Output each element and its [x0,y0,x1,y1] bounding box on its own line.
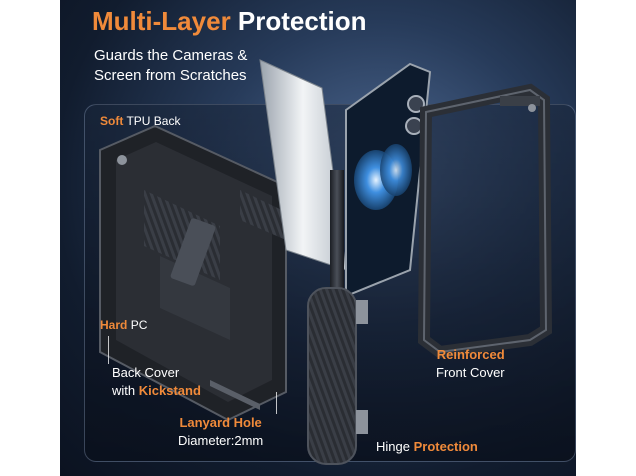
label-front-cover: Reinforced Front Cover [436,346,505,382]
label-accent: Protection [413,439,478,454]
label-text: Hinge [376,439,410,454]
leader-line-lanyard [276,392,277,414]
subtitle-line-2: Screen from Scratches [94,67,247,84]
phone-hinge [330,170,344,320]
label-text: PC [130,318,148,332]
subtitle-line-1: Guards the Cameras & [94,47,248,64]
title-accent: Multi-Layer [92,6,231,36]
front-cover-frame [417,83,553,359]
product-banner: Multi-Layer Protection Guards the Camera… [60,0,576,476]
page-title: Multi-Layer Protection [92,6,367,37]
label-soft-tpu-back: Soft TPU Back [100,114,180,128]
label-line-2: Front Cover [436,365,505,380]
hinge-protection-cover [307,287,368,465]
label-accent: Reinforced [436,347,505,362]
label-back-cover: Back Cover with Kickstand [112,364,201,400]
title-main: Protection [237,6,367,36]
label-line-1: Back Cover [112,365,180,380]
subtitle: Guards the Cameras & Screen from Scratch… [94,46,324,86]
label-accent: Kickstand [138,383,201,398]
label-accent: Lanyard Hole [179,415,262,430]
leader-line-back-cover [108,336,109,364]
back-cover [99,124,287,422]
label-lanyard-hole: Lanyard Hole Diameter:2mm [178,414,263,450]
label-hinge-protection: Hinge Protection [376,438,478,456]
label-text: with [112,383,136,398]
label-text: TPU Back [126,114,181,128]
phone-screen [345,62,432,298]
label-hard-pc: Hard PC [100,318,147,332]
case-illustration [99,59,553,465]
label-line-2: Diameter:2mm [178,433,264,448]
label-accent: Hard [100,318,128,332]
label-accent: Soft [100,114,124,128]
